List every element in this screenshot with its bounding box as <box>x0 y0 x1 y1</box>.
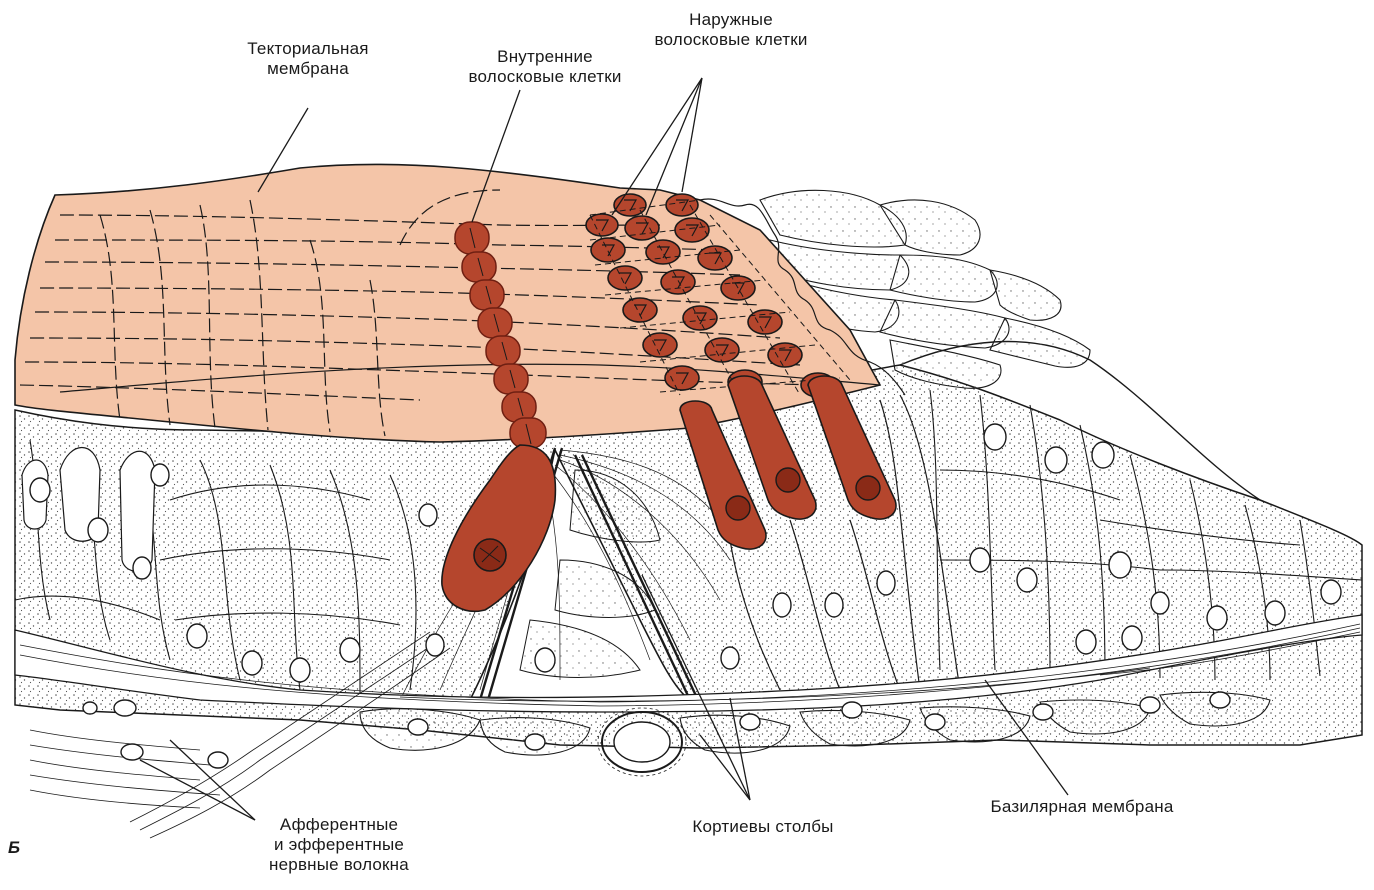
label-outer-hair-cells: Наружные волосковые клетки <box>626 10 836 50</box>
label-tectorial-membrane: Текториальная мембрана <box>218 39 398 79</box>
label-nerve-fibers: Афферентные и эфферентные нервные волокн… <box>244 815 434 875</box>
label-inner-hair-cells: Внутренние волосковые клетки <box>440 47 650 87</box>
label-basilar-membrane: Базилярная мембрана <box>966 797 1198 817</box>
panel-letter: Б <box>8 838 20 858</box>
label-pillars-of-corti: Кортиевы столбы <box>668 817 858 837</box>
